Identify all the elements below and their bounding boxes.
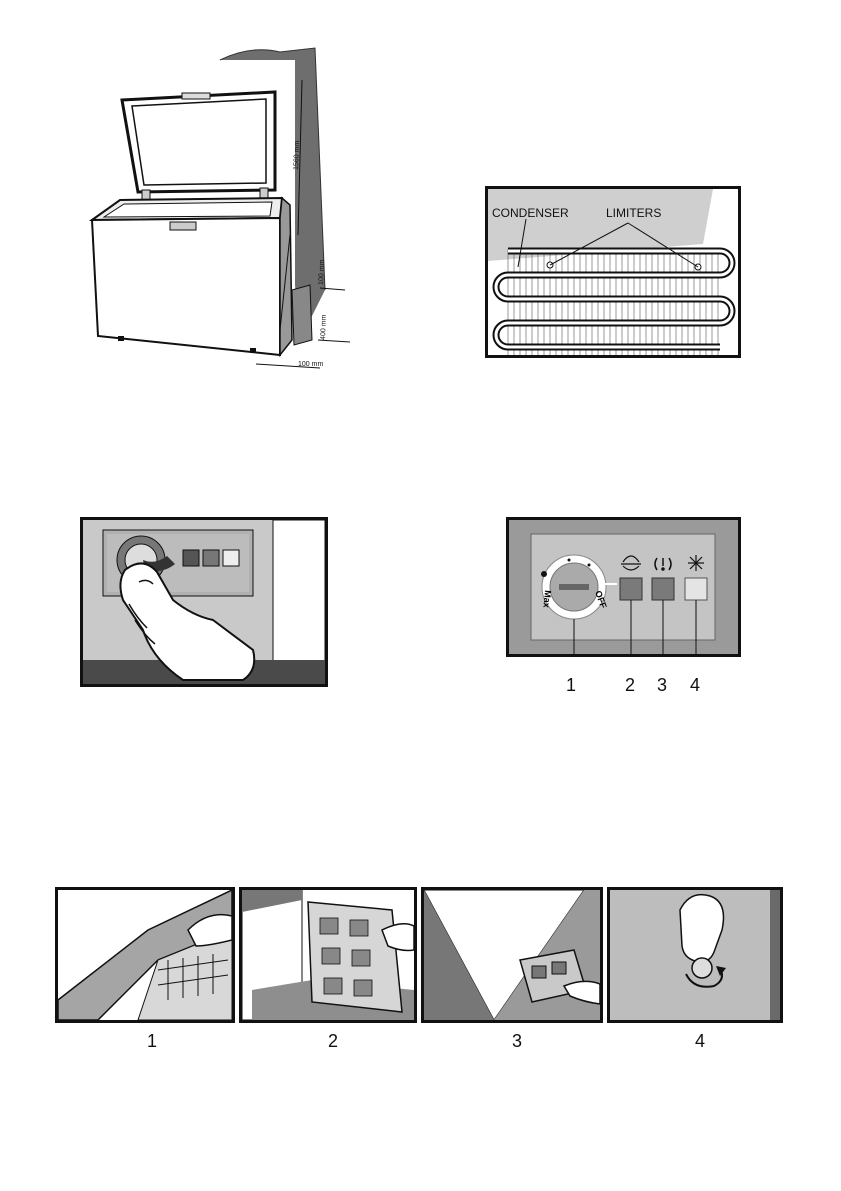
- vent-dimension: 400 mm: [320, 314, 328, 340]
- fast-freeze-indicator-light: [685, 578, 707, 600]
- defrost-step-3-number: 3: [497, 1031, 537, 1052]
- defrost-step-4-figure: [607, 887, 783, 1023]
- limiters-label: LIMITERS: [606, 206, 661, 220]
- snowflake-icon: [688, 555, 704, 571]
- alarm-indicator-light: [652, 578, 674, 600]
- defrost-step-1-figure: [55, 887, 235, 1023]
- defrost-step-2-figure: [239, 887, 417, 1023]
- condenser-label: CONDENSER: [492, 206, 569, 220]
- control-panel-illustration: OFF Max: [509, 520, 738, 654]
- control-callout-2: 2: [620, 675, 640, 696]
- defrost-step-3-figure: [421, 887, 603, 1023]
- freezer-clearance-figure: 1560 mm 100 mm 400 mm 100 mm: [80, 40, 360, 370]
- defrost-step-2-number: 2: [313, 1031, 353, 1052]
- control-callout-4: 4: [685, 675, 705, 696]
- defrost-step-1-number: 1: [132, 1031, 172, 1052]
- cabinet-front: [92, 218, 280, 355]
- front-handle: [170, 222, 196, 230]
- condenser-figure: CONDENSER LIMITERS: [485, 186, 741, 358]
- power-indicator-light: [620, 578, 642, 600]
- condenser-illustration: CONDENSER LIMITERS: [488, 189, 738, 355]
- side-gap-dimension: 100 mm: [298, 361, 323, 368]
- knob-max-label: Max: [541, 590, 552, 608]
- height-dimension: 1560 mm: [293, 140, 301, 170]
- control-callout-3: 3: [652, 675, 672, 696]
- top-gap-dimension: 100 mm: [318, 259, 326, 285]
- control-callout-1: 1: [561, 675, 581, 696]
- control-panel-figure: OFF Max: [506, 517, 741, 657]
- defrost-step-4-number: 4: [680, 1031, 720, 1052]
- thermostat-hand-figure: [80, 517, 328, 687]
- lid-handle: [182, 93, 210, 99]
- hand-knob-illustration: [83, 520, 325, 684]
- freezer-illustration: 1560 mm 100 mm 400 mm 100 mm: [80, 40, 360, 370]
